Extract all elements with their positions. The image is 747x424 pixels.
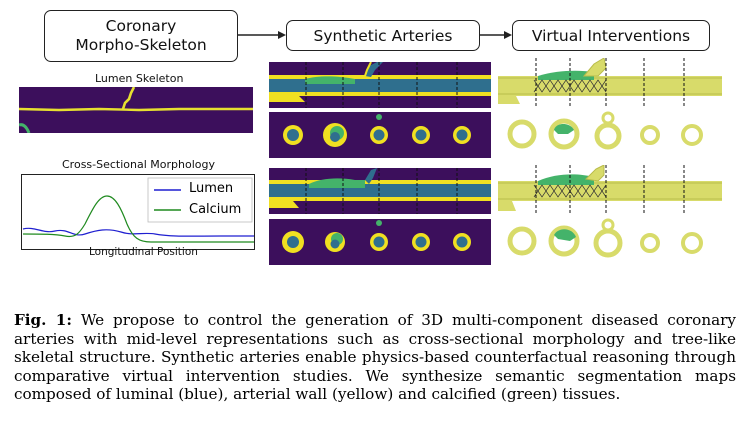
calcium-curve — [22, 195, 254, 243]
virtual-cross-sections-2 — [507, 218, 703, 258]
lumen-skeleton-image — [19, 87, 253, 133]
synthetic-arteries-box: Synthetic Arteries — [286, 20, 480, 51]
legend-lumen-label: Lumen — [189, 181, 234, 196]
legend-calcium-label: Calcium — [189, 202, 242, 217]
caption-text: We propose to control the generation of … — [14, 311, 737, 404]
x-axis-label: Longitudinal Position — [89, 246, 198, 258]
lumen-skeleton-title: Lumen Skeleton — [95, 72, 184, 85]
synthetic-longitudinal-2 — [269, 168, 491, 214]
virtual-longitudinal-2 — [498, 165, 722, 215]
virtual-cross-sections-1 — [507, 111, 703, 150]
figure-caption: Fig. 1: We propose to control the genera… — [14, 311, 736, 404]
virtual-interventions-box: Virtual Interventions — [512, 20, 710, 51]
virtual-longitudinal-1 — [498, 58, 722, 108]
virtual-interventions-label: Virtual Interventions — [531, 26, 691, 45]
synthetic-arteries-label: Synthetic Arteries — [313, 26, 453, 45]
coronary-box-line2: Morpho-Skeleton — [75, 36, 207, 54]
synthetic-longitudinal-1 — [269, 62, 491, 108]
synthetic-cross-sections-1 — [269, 112, 491, 158]
cross-section-title: Cross-Sectional Morphology — [62, 158, 215, 171]
coronary-morpho-skeleton-box: Coronary Morpho-Skeleton — [44, 10, 238, 62]
flow-arrows — [238, 31, 512, 39]
coronary-box-line1: Coronary — [105, 17, 177, 35]
lumen-curve — [22, 227, 254, 237]
cross-section-plot — [21, 174, 255, 250]
caption-label: Fig. 1: — [14, 311, 72, 329]
synthetic-cross-sections-2 — [269, 219, 491, 265]
